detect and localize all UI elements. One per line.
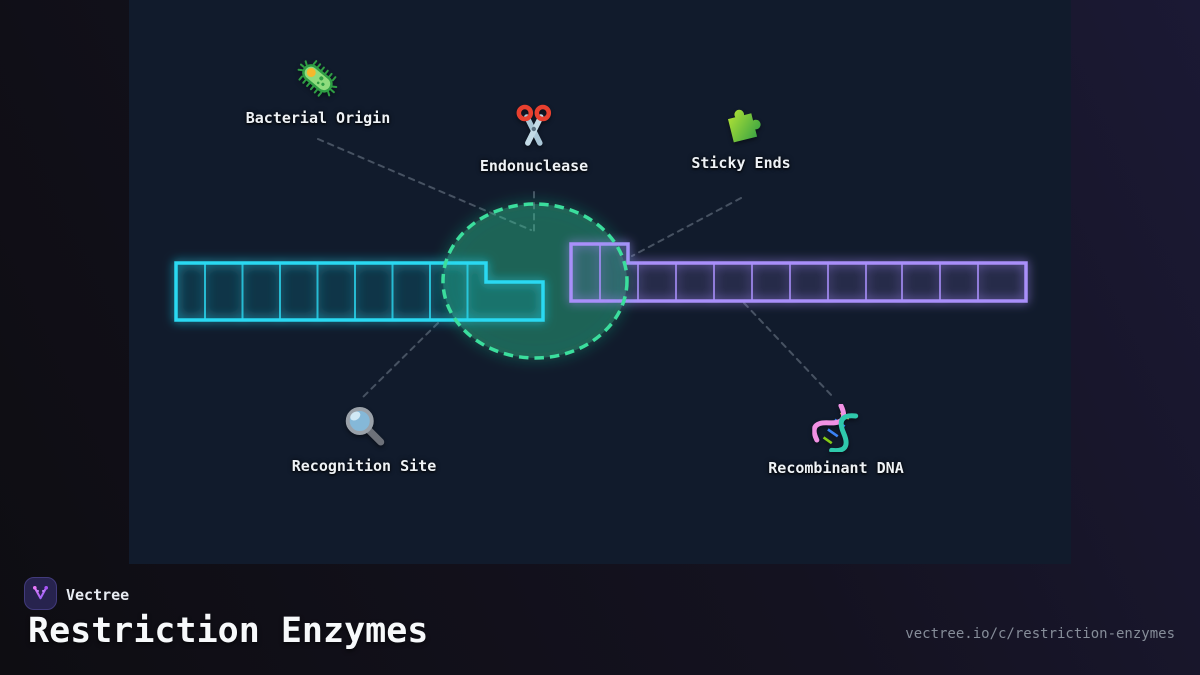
concept-node-endonuclease: Endonuclease: [480, 102, 588, 175]
concept-node-recombinant-dna: Recombinant DNA: [768, 404, 904, 477]
vectree-logo-icon: [32, 585, 49, 600]
page-url: vectree.io/c/restriction-enzymes: [905, 626, 1175, 642]
magnifying-glass-icon: [346, 407, 385, 446]
bacteria-icon: [297, 60, 338, 97]
concept-node-sticky-ends: Sticky Ends: [691, 99, 791, 172]
concept-node-recognition-site: Recognition Site: [291, 402, 437, 475]
concept-node-bacterial-origin: Bacterial Origin: [245, 54, 391, 127]
concept-label: Recognition Site: [291, 457, 437, 475]
dna-helix-icon: [812, 404, 858, 452]
page-title: Restriction Enzymes: [28, 611, 429, 651]
vectree-logo: [24, 577, 57, 610]
puzzle-piece-icon: [727, 109, 761, 143]
brand-name: Vectree: [66, 586, 130, 604]
concept-label: Recombinant DNA: [768, 459, 904, 477]
concept-label: Sticky Ends: [691, 154, 791, 172]
concept-label: Bacterial Origin: [245, 109, 391, 127]
concept-label: Endonuclease: [479, 157, 589, 175]
scissors-icon: [516, 104, 552, 146]
